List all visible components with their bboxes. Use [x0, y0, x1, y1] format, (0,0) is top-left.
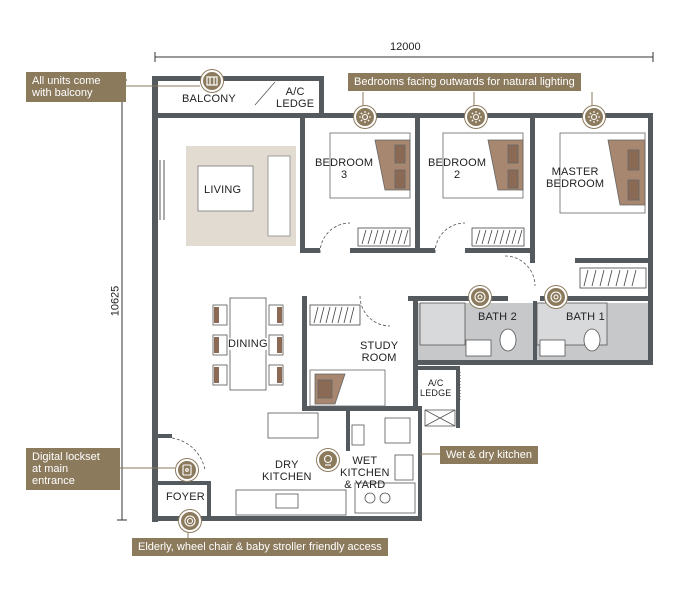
sun-icon [465, 106, 487, 128]
room-ac-ledge-mid: A/C LEDGE [420, 378, 452, 398]
callout-access: Elderly, wheel chair & baby stroller fri… [132, 538, 388, 556]
room-bath-2: BATH 2 [478, 311, 517, 323]
room-ac-ledge-top: A/C LEDGE [276, 86, 315, 110]
callout-balcony: All units come with balcony [26, 72, 126, 102]
balcony-icon [201, 70, 223, 92]
sun-icon [354, 106, 376, 128]
callout-lockset: Digital lockset at main entrance [26, 448, 120, 490]
height-dimension: 10625 [109, 285, 122, 317]
callout-bedrooms: Bedrooms facing outwards for natural lig… [348, 73, 581, 91]
room-dry-kitchen: DRY KITCHEN [262, 459, 312, 483]
appliance-icon [317, 449, 339, 471]
room-bedroom-3: BEDROOM 3 [315, 157, 374, 181]
access-icon [179, 510, 201, 532]
room-bath-1: BATH 1 [566, 311, 605, 323]
sun-icon [583, 106, 605, 128]
lock-icon [176, 459, 198, 481]
fan-icon [545, 286, 567, 308]
room-living: LIVING [204, 184, 242, 196]
room-dining: DINING [228, 338, 268, 350]
room-balcony: BALCONY [182, 93, 236, 105]
room-bedroom-2: BEDROOM 2 [428, 157, 487, 181]
width-dimension: 12000 [390, 41, 421, 53]
room-master-bedroom: MASTER BEDROOM [546, 166, 605, 190]
room-wet-kitchen: WET KITCHEN & YARD [340, 455, 390, 491]
room-study: STUDY ROOM [360, 340, 399, 364]
callout-kitchen: Wet & dry kitchen [440, 446, 538, 464]
room-foyer: FOYER [166, 491, 205, 503]
fan-icon [469, 286, 491, 308]
